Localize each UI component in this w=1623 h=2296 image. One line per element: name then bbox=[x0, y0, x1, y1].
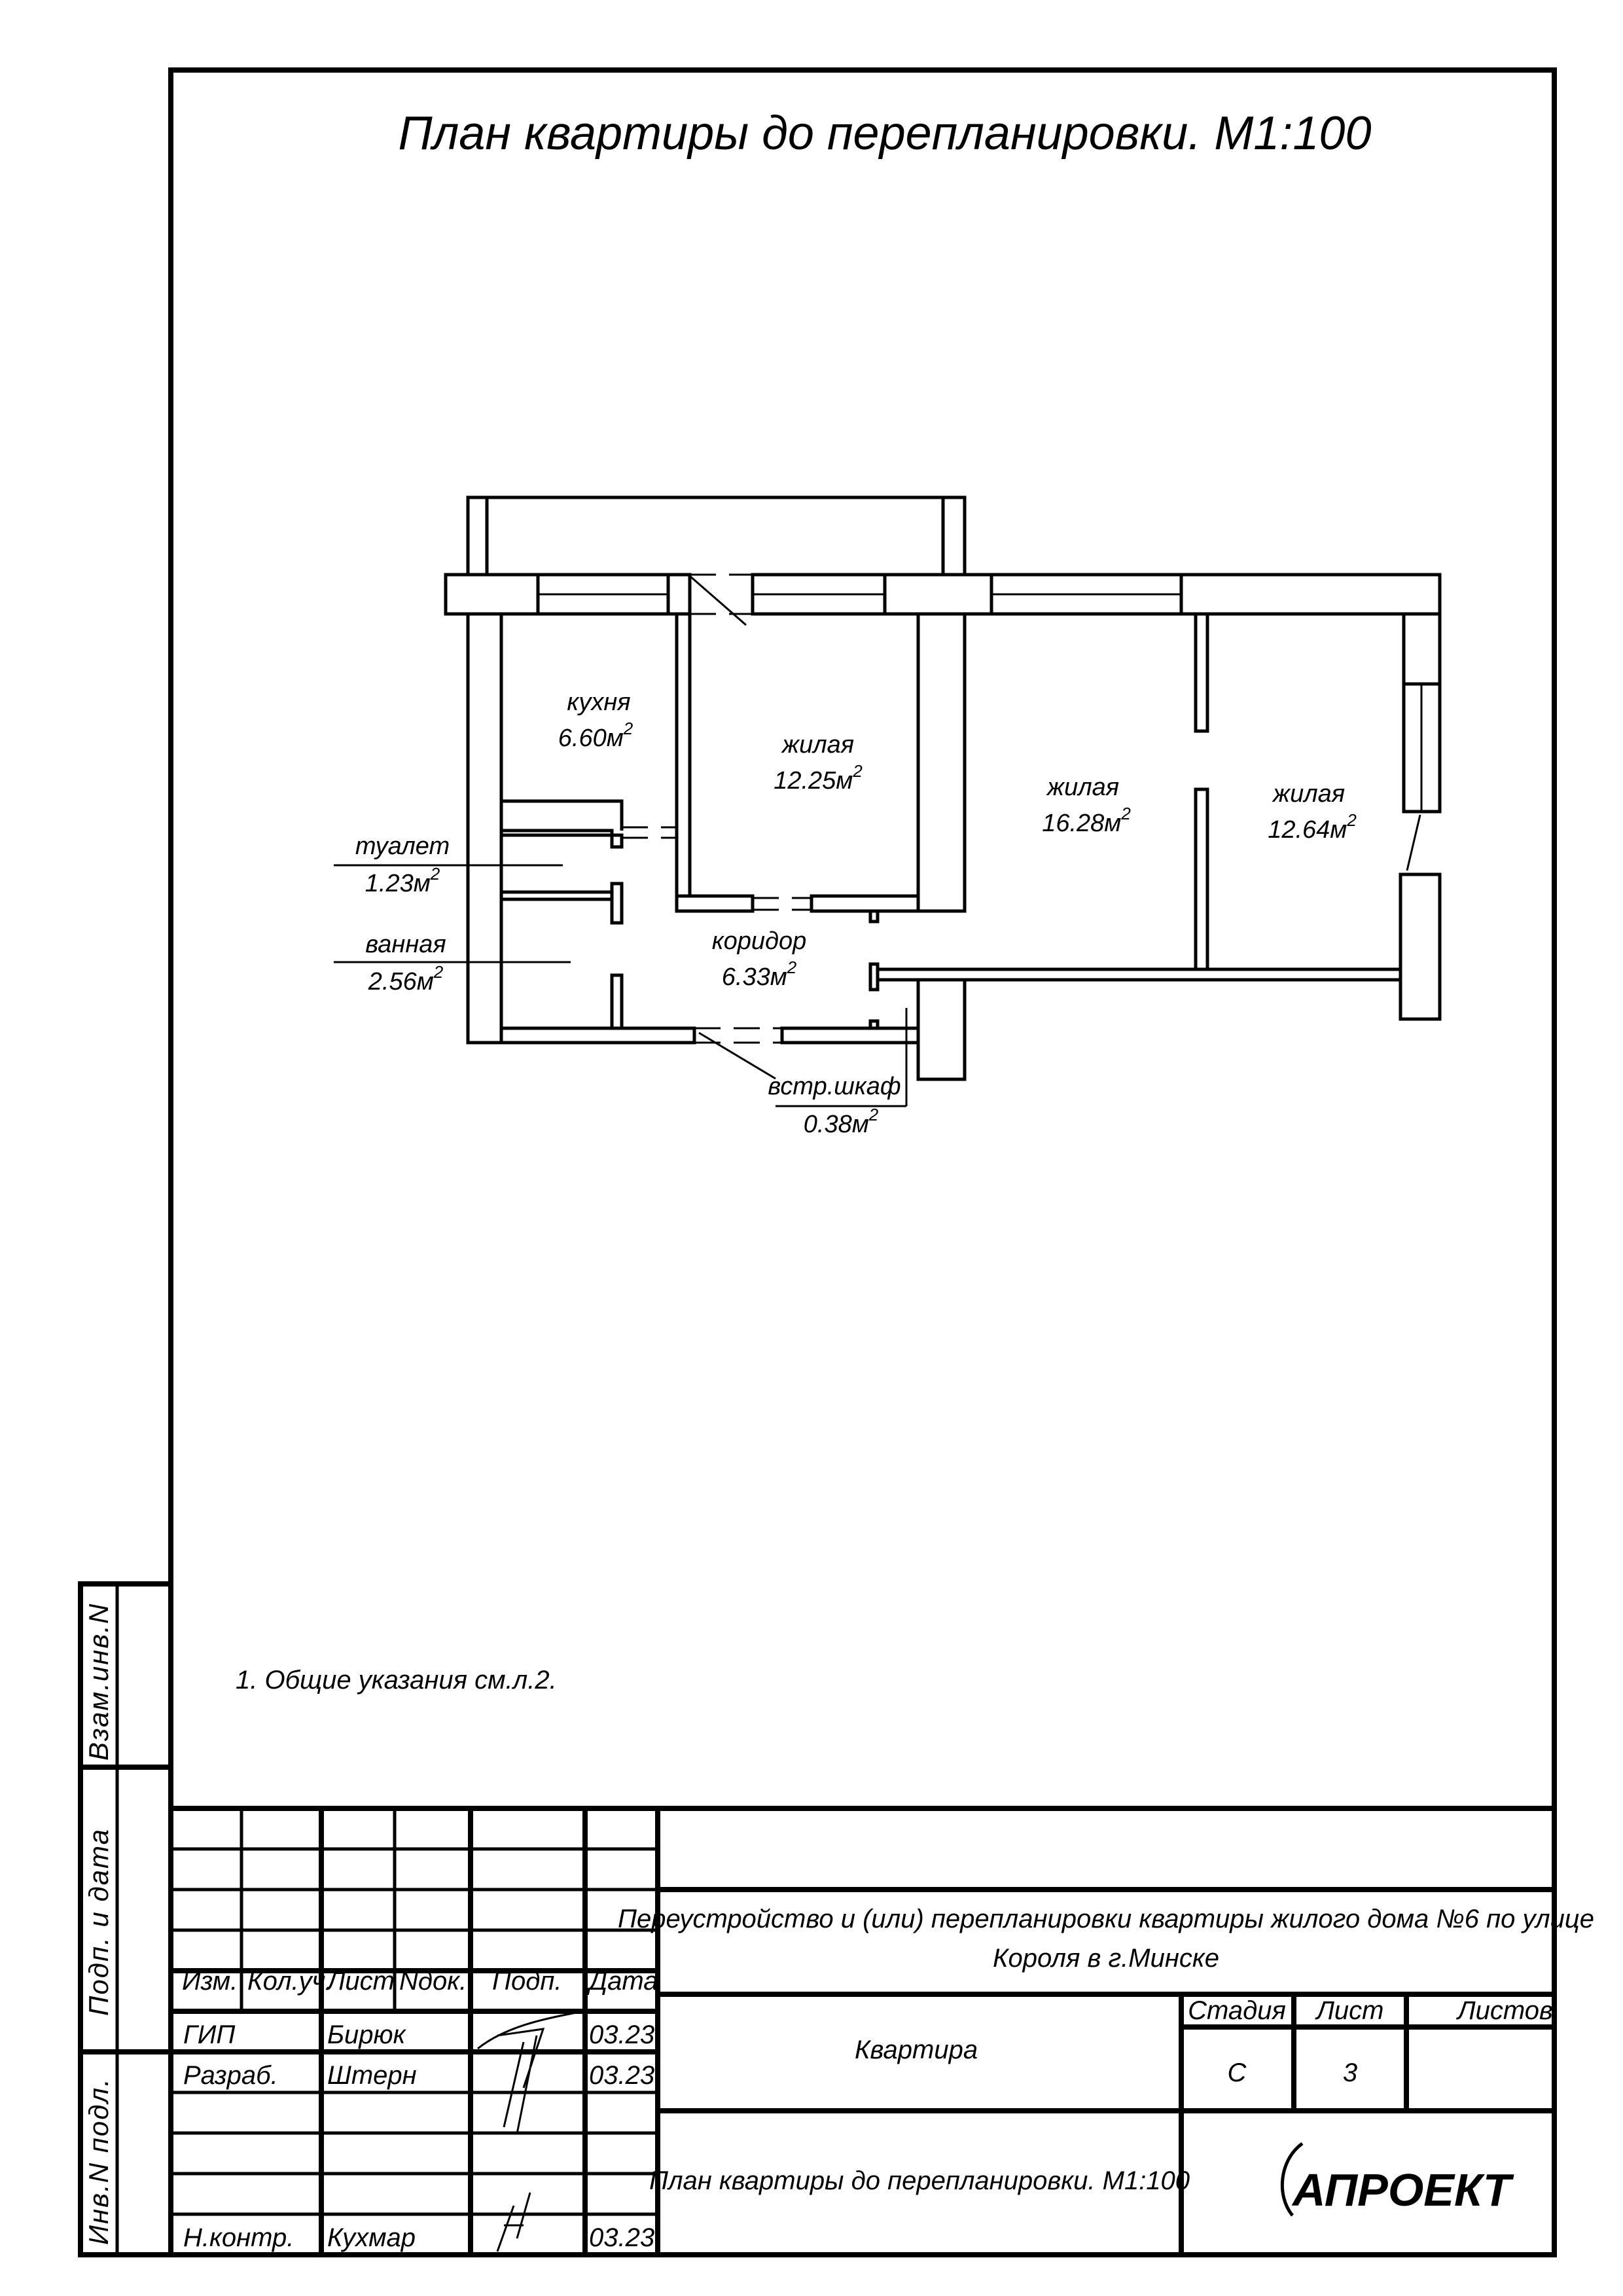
svg-text:12.25м2: 12.25м2 bbox=[774, 761, 863, 795]
floor-plan bbox=[444, 495, 1442, 1081]
svg-text:Короля в г.Минске: Короля в г.Минске bbox=[993, 1944, 1219, 1973]
svg-text:С: С bbox=[1228, 2058, 1247, 2087]
svg-text:туалет: туалет bbox=[355, 833, 450, 860]
room-living2-label: жилая 16.28м2 bbox=[1042, 774, 1131, 837]
svg-text:Штерн: Штерн bbox=[327, 2061, 417, 2090]
svg-text:Nдок.: Nдок. bbox=[399, 1967, 467, 1996]
svg-text:Кухмар: Кухмар bbox=[327, 2223, 416, 2252]
room-closet-label: встр.шкаф 0.38м2 bbox=[698, 1008, 908, 1138]
general-note: 1. Общие указания см.л.2. bbox=[236, 1666, 557, 1695]
svg-text:жилая: жилая bbox=[781, 731, 854, 759]
svg-text:Бирюк: Бирюк bbox=[327, 2020, 407, 2049]
svg-text:Н.контр.: Н.контр. bbox=[183, 2223, 294, 2252]
svg-text:Дата: Дата bbox=[586, 1967, 658, 1996]
svg-text:Квартира: Квартира bbox=[855, 2036, 978, 2064]
svg-text:Стадия: Стадия bbox=[1188, 1996, 1286, 2025]
room-kitchen-label: кухня 6.60м2 bbox=[558, 689, 633, 752]
svg-text:Подп.: Подп. bbox=[492, 1967, 562, 1996]
svg-text:0.38м2: 0.38м2 bbox=[804, 1105, 879, 1138]
svg-text:Кол.уч.: Кол.уч. bbox=[247, 1967, 332, 1996]
svg-text:1.23м2: 1.23м2 bbox=[365, 864, 440, 897]
svg-text:Лист: Лист bbox=[325, 1967, 395, 1996]
room-living1-label: жилая 12.25м2 bbox=[774, 731, 863, 795]
room-corridor-label: коридор 6.33м2 bbox=[712, 927, 807, 991]
svg-text:03.23: 03.23 bbox=[589, 2061, 654, 2090]
svg-text:ванная: ванная bbox=[365, 931, 446, 958]
svg-text:12.64м2: 12.64м2 bbox=[1268, 810, 1357, 844]
svg-text:Подп. и дата: Подп. и дата bbox=[83, 1828, 114, 2016]
svg-text:16.28м2: 16.28м2 bbox=[1042, 804, 1131, 837]
room-toilet-label: туалет 1.23м2 bbox=[334, 833, 563, 897]
signatures bbox=[477, 2011, 577, 2252]
svg-text:ГИП: ГИП bbox=[183, 2020, 236, 2049]
svg-text:6.60м2: 6.60м2 bbox=[558, 719, 633, 752]
room-living3-label: жилая 12.64м2 bbox=[1268, 780, 1357, 844]
svg-text:03.23: 03.23 bbox=[589, 2020, 654, 2049]
svg-text:Взам.инв.N: Взам.инв.N bbox=[83, 1603, 114, 1761]
svg-text:03.23: 03.23 bbox=[589, 2223, 654, 2252]
svg-text:встр.шкаф: встр.шкаф bbox=[768, 1073, 901, 1100]
svg-text:коридор: коридор bbox=[712, 927, 807, 955]
svg-text:Лист: Лист bbox=[1315, 1996, 1384, 2025]
side-strip: Взам.инв.N Подп. и дата Инв.N подл. bbox=[78, 1581, 173, 2257]
svg-text:План квартиры до перепланировк: План квартиры до перепланировки. М1:100 bbox=[649, 2166, 1190, 2195]
svg-text:Переустройство и (или) перепла: Переустройство и (или) перепланировки кв… bbox=[618, 1905, 1594, 1933]
svg-text:6.33м2: 6.33м2 bbox=[722, 958, 797, 991]
svg-text:АПРОЕКТ: АПРОЕКТ bbox=[1291, 2164, 1514, 2215]
sheet-frame bbox=[168, 67, 1557, 2257]
company-logo: АПРОЕКТ bbox=[1280, 2142, 1514, 2217]
svg-text:Разраб.: Разраб. bbox=[183, 2061, 278, 2090]
svg-text:2.56м2: 2.56м2 bbox=[368, 962, 444, 996]
drawing-title: План квартиры до перепланировки. М1:100 bbox=[399, 107, 1372, 160]
svg-text:жилая: жилая bbox=[1046, 774, 1119, 801]
title-block: Изм. Кол.уч. Лист Nдок. Подп. Дата ГИП Б… bbox=[171, 1806, 1594, 2255]
room-bath-label: ванная 2.56м2 bbox=[334, 931, 571, 996]
svg-text:кухня: кухня bbox=[567, 689, 630, 716]
svg-text:Листов: Листов bbox=[1455, 1996, 1553, 2025]
svg-text:3: 3 bbox=[1343, 2058, 1357, 2087]
svg-text:Инв.N подл.: Инв.N подл. bbox=[83, 2077, 114, 2245]
svg-text:Изм.: Изм. bbox=[182, 1967, 238, 1996]
svg-text:жилая: жилая bbox=[1272, 780, 1345, 808]
